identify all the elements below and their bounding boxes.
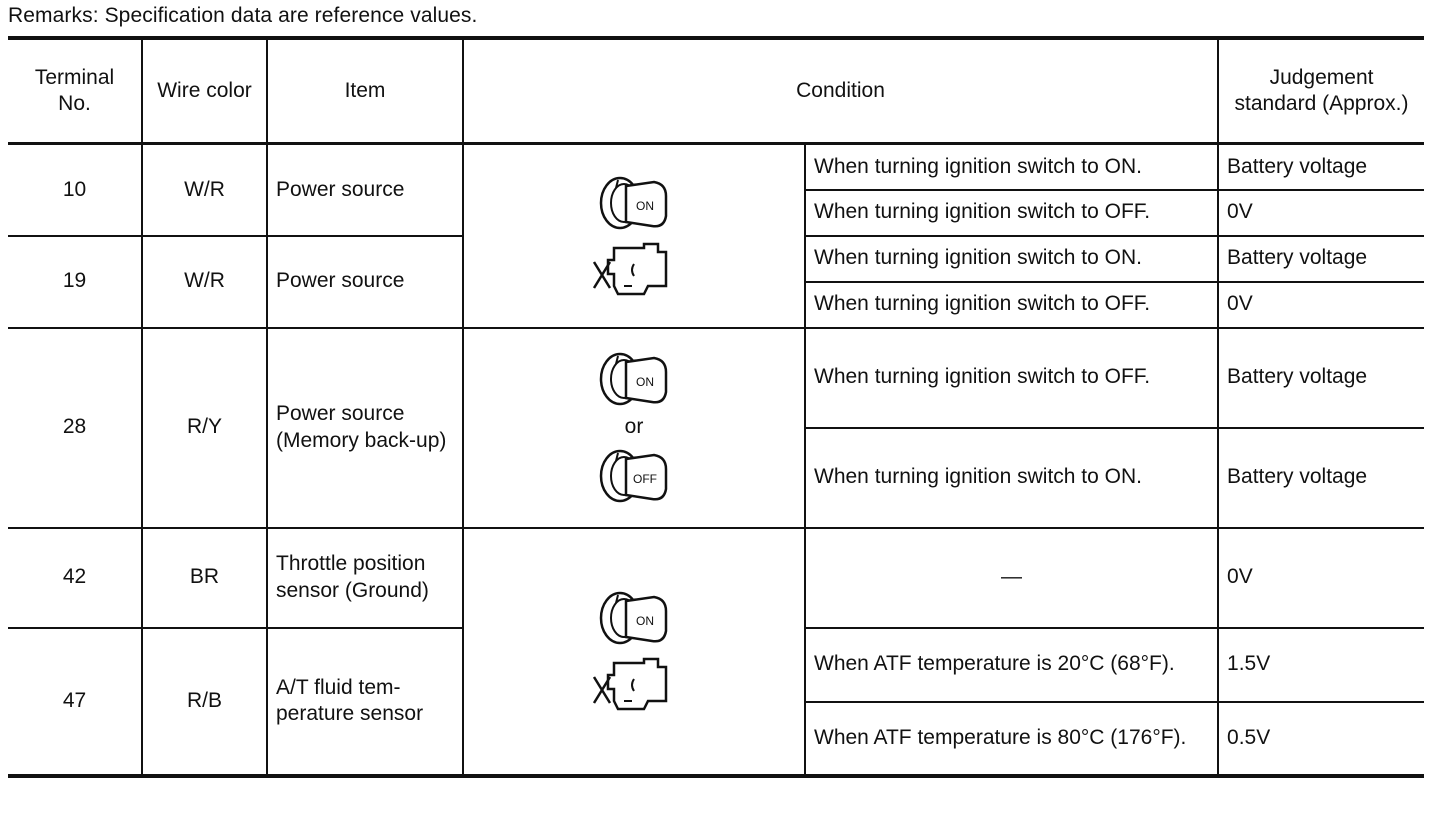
- ignition-key-on-icon: ON: [598, 589, 670, 647]
- judgement-cell: 0V: [1217, 280, 1425, 329]
- header-row: Terminal No. Wire color Item Condition J…: [8, 37, 1425, 145]
- condition-cell: When turning ignition switch to ON.: [805, 426, 1220, 529]
- remarks-note: Remarks: Specification data are referenc…: [8, 4, 478, 27]
- table-row: When turning ignition switch to OFF. 0V: [8, 280, 1425, 329]
- table-row: 47 R/B A/T fluid tem-perature sensor Whe…: [8, 626, 1425, 777]
- engine-stopped-icon: [588, 236, 680, 298]
- judgement-cell: Battery voltage: [1217, 326, 1425, 429]
- condition-cell: —: [803, 526, 1220, 629]
- header-terminal-no: Terminal No.: [8, 37, 143, 145]
- condition-cell: When turning ignition switch to OFF.: [805, 280, 1220, 329]
- item-cell: Power source: [266, 142, 464, 237]
- item-cell: Throttle position sensor (Ground): [266, 526, 464, 629]
- table-row: When turning ignition switch to OFF. 0V: [8, 188, 1425, 237]
- condition-icon-cell: ON: [462, 526, 806, 777]
- terminal-no-cell: 28: [8, 326, 143, 529]
- wire-color-cell: R/B: [141, 626, 268, 777]
- condition-cell: When ATF temperature is 20°C (68°F).: [803, 626, 1220, 703]
- terminal-no-cell: 47: [8, 626, 143, 777]
- ignition-key-on-icon: ON: [598, 350, 670, 408]
- condition-cell: When ATF temperature is 80°C (176°F).: [805, 700, 1220, 777]
- condition-cell: When turning ignition switch to ON.: [803, 142, 1220, 191]
- svg-text:ON: ON: [636, 199, 654, 213]
- header-condition: Condition: [461, 37, 1220, 145]
- engine-stopped-icon: [588, 651, 680, 713]
- condition-icon-cell: ON or OFF: [462, 326, 806, 529]
- judgement-cell: 0.5V: [1217, 700, 1425, 777]
- header-item: Item: [266, 37, 464, 145]
- condition-cell: When turning ignition switch to OFF.: [805, 188, 1220, 237]
- judgement-cell: Battery voltage: [1217, 426, 1425, 529]
- table-row: When ATF temperature is 80°C (176°F). 0.…: [8, 700, 1425, 777]
- table-row: When turning ignition switch to ON. Batt…: [8, 426, 1425, 529]
- condition-icon-cell: ON: [462, 142, 806, 329]
- judgement-cell: 0V: [1217, 526, 1425, 629]
- table-row: 19 W/R Power source When turning ignitio…: [8, 234, 1425, 329]
- ignition-key-on-icon: ON: [598, 174, 670, 232]
- svg-text:OFF: OFF: [633, 472, 657, 486]
- terminal-no-cell: 19: [8, 234, 143, 329]
- item-cell: Power source (Memory back-up): [266, 326, 464, 529]
- wire-color-cell: W/R: [141, 142, 268, 237]
- svg-text:ON: ON: [636, 375, 654, 389]
- ignition-key-off-icon: OFF: [598, 447, 670, 505]
- header-wire-color: Wire color: [141, 37, 268, 145]
- judgement-cell: 1.5V: [1217, 626, 1425, 703]
- header-judgement: Judgement standard (Approx.): [1217, 37, 1425, 145]
- terminal-no-cell: 42: [8, 526, 143, 629]
- condition-cell: When turning ignition switch to OFF.: [803, 326, 1220, 429]
- svg-text:ON: ON: [636, 614, 654, 628]
- terminal-no-cell: 10: [8, 142, 143, 237]
- judgement-cell: Battery voltage: [1217, 234, 1425, 283]
- table-row: 42 BR Throttle position sensor (Ground) …: [8, 526, 1425, 777]
- table-row: 28 R/Y Power source (Memory back-up) ON …: [8, 326, 1425, 529]
- table-row: 10 W/R Power source ON When turning igni…: [8, 142, 1425, 329]
- condition-cell: When turning ignition switch to ON.: [803, 234, 1220, 283]
- or-text: or: [624, 415, 644, 439]
- item-cell: A/T fluid tem-perature sensor: [266, 626, 464, 777]
- judgement-cell: Battery voltage: [1217, 142, 1425, 191]
- judgement-cell: 0V: [1217, 188, 1425, 237]
- wire-color-cell: BR: [141, 526, 268, 629]
- wire-color-cell: R/Y: [141, 326, 268, 529]
- terminal-spec-table: Terminal No. Wire color Item Condition J…: [8, 36, 1425, 778]
- item-cell: Power source: [266, 234, 464, 329]
- wire-color-cell: W/R: [141, 234, 268, 329]
